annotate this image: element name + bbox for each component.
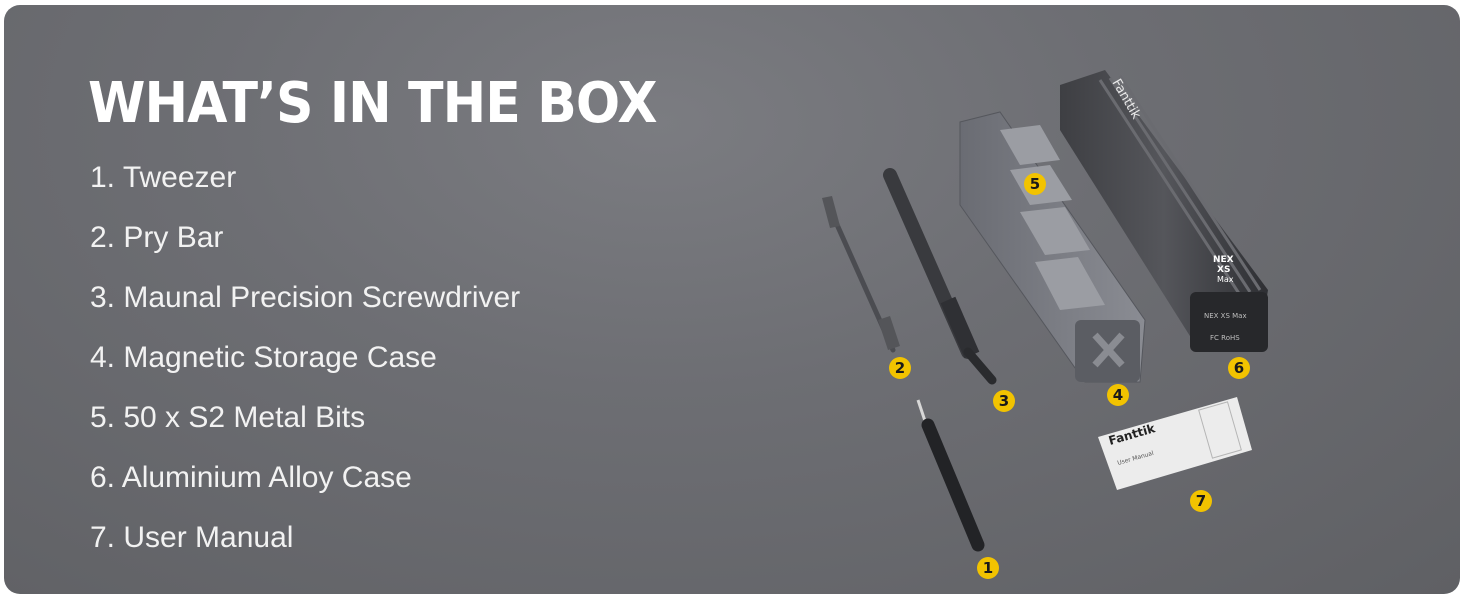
pry-bar-icon [822,196,900,353]
storage-case-icon [959,111,1146,383]
list-item: 3. Maunal Precision Screwdriver [90,281,521,314]
badge-4: 4 [1107,384,1129,406]
page-title: WHAT’S IN THE BOX [88,71,658,136]
list-item: 1. Tweezer [90,161,237,194]
user-manual-icon: Fanttik User Manual [1098,397,1252,490]
badge-2: 2 [889,357,911,379]
tweezer-icon [916,399,985,552]
list-item: 5. 50 x S2 Metal Bits [90,401,366,434]
list-item: 6. Aluminium Alloy Case [90,461,412,494]
svg-text:Max: Max [1217,275,1234,284]
svg-text:XS: XS [1217,265,1230,275]
badge-7: 7 [1190,490,1212,512]
contents-list: 1. Tweezer 2. Pry Bar 3. Maunal Precisio… [90,160,520,580]
list-item: 7. User Manual [90,521,294,554]
svg-text:FC RoHS: FC RoHS [1210,334,1240,342]
list-item: 4. Magnetic Storage Case [90,341,437,374]
badge-3: 3 [993,390,1015,412]
svg-text:NEX XS Max: NEX XS Max [1204,312,1247,320]
badge-5: 5 [1024,173,1046,195]
list-item: 2. Pry Bar [90,221,224,254]
svg-text:NEX: NEX [1213,255,1234,265]
badge-1: 1 [977,557,999,579]
badge-6: 6 [1228,357,1250,379]
screwdriver-icon [883,168,997,385]
